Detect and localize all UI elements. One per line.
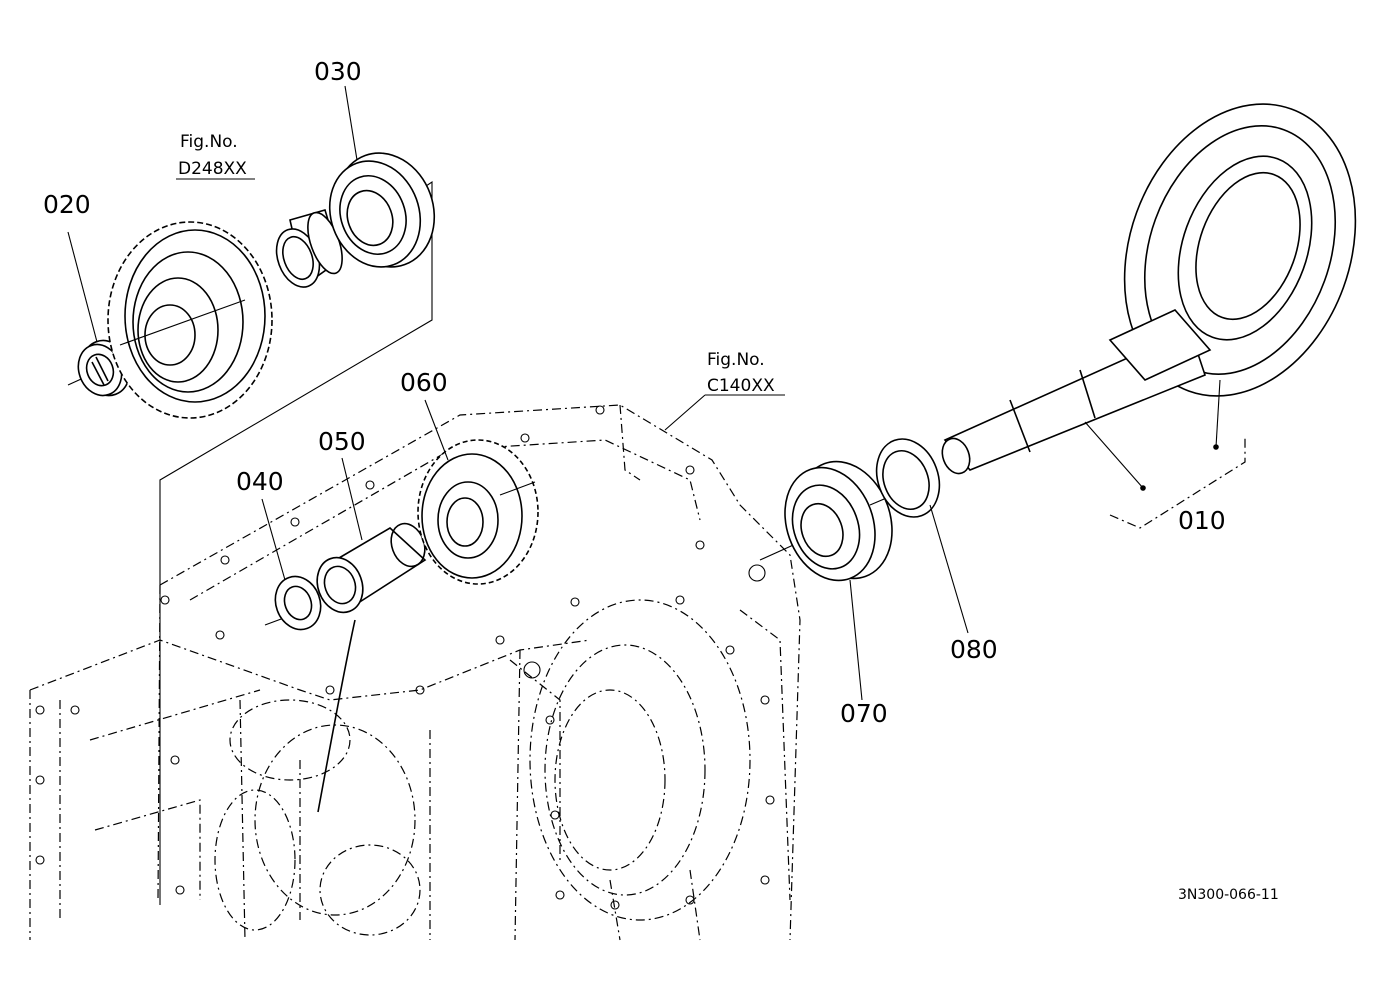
fig-ref-title-c140xx: Fig.No.: [707, 350, 765, 370]
part-label-080: 080: [950, 635, 998, 664]
drawing-code: 3N300-066-11: [1178, 887, 1279, 903]
part-label-040: 040: [236, 467, 284, 496]
fig-ref-code-c140xx: C140XX: [707, 376, 775, 396]
part-050-collar: [316, 522, 427, 813]
part-label-030: 030: [314, 57, 362, 86]
part-040-washer: [264, 575, 322, 631]
part-080-shim: [869, 438, 941, 518]
part-010-bevel-gear-set: [941, 103, 1357, 529]
part-label-010: 010: [1178, 506, 1226, 535]
fig-ref-title-d248xx: Fig.No.: [180, 132, 238, 152]
transmission-case: [29, 404, 801, 941]
part-060-spur-gear: [417, 439, 539, 585]
part-label-060: 060: [400, 368, 448, 397]
part-070-bearing: [759, 460, 893, 582]
part-label-050: 050: [318, 427, 366, 456]
fig-ref-code-d248xx: D248XX: [178, 159, 247, 179]
part-label-070: 070: [840, 699, 888, 728]
leader-lines: [67, 85, 969, 701]
spur-gear-d248xx: [107, 221, 273, 419]
part-label-020: 020: [43, 190, 91, 219]
part-030-ball-bearing: [328, 152, 436, 268]
needle-bearing: [275, 209, 343, 288]
reference-bracket-d248xx: [159, 180, 433, 905]
reference-bracket-c140xx: [664, 394, 785, 431]
